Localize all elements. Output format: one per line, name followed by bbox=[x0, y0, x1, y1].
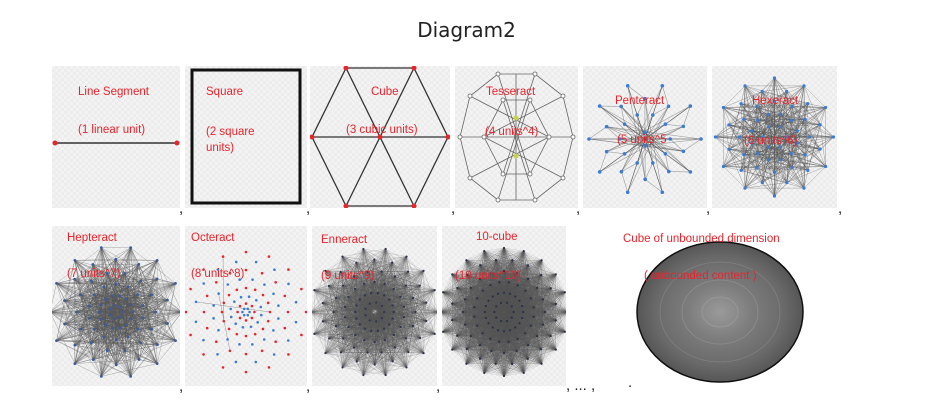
unbounded-cube-panel: Cube of unbounded dimension ( unbounded … bbox=[620, 226, 820, 386]
cube-label: Cube bbox=[371, 86, 399, 98]
separator-comma: , bbox=[179, 200, 184, 217]
hepteract-content: (7 units^7) bbox=[67, 268, 121, 280]
penteract-label: Penteract bbox=[615, 95, 665, 107]
separator-comma: , bbox=[838, 200, 843, 217]
ten-cube-figure bbox=[442, 246, 566, 378]
ten-cube-panel: 10-cube (10 units^10) bbox=[442, 226, 566, 386]
period: . bbox=[628, 374, 633, 391]
line-segment-panel: Line Segment (1 linear unit) bbox=[52, 66, 180, 208]
separator-comma: , bbox=[306, 378, 311, 395]
cube-figure bbox=[310, 66, 450, 208]
enneract-figure bbox=[312, 247, 437, 377]
enneract-label: Enneract bbox=[321, 234, 368, 246]
separator-comma: , bbox=[179, 378, 184, 395]
enneract-panel: Enneract (9 units^9) bbox=[312, 226, 437, 386]
square-content-line2: units) bbox=[206, 142, 235, 154]
square-content-line1: (2 square bbox=[206, 126, 255, 138]
ellipsis: , ... , bbox=[566, 377, 596, 394]
hexeract-content: (6 units^6) bbox=[744, 135, 798, 147]
separator-comma: , bbox=[436, 378, 441, 395]
octeract-content: (8 units^8) bbox=[191, 268, 245, 280]
penteract-content: (5 units^5 bbox=[617, 134, 667, 146]
separator-comma: , bbox=[576, 200, 581, 217]
tesseract-label: Tesseract bbox=[486, 86, 536, 98]
unbounded-cube-figure bbox=[636, 241, 804, 383]
octeract-label: Octeract bbox=[191, 232, 235, 244]
line-segment-content: (1 linear unit) bbox=[78, 124, 146, 136]
enneract-content: (9 units^9) bbox=[321, 270, 375, 282]
line-segment-figure bbox=[52, 140, 180, 146]
hexeract-panel: Hexeract (6 units^6) bbox=[712, 66, 837, 208]
line-segment-label: Line Segment bbox=[78, 86, 149, 98]
penteract-panel: Penteract (5 units^5 bbox=[583, 66, 707, 208]
ten-cube-content: (10 units^10) bbox=[455, 270, 522, 282]
penteract-figure bbox=[587, 83, 703, 195]
tesseract-content: (4 units^4) bbox=[485, 126, 539, 138]
separator-comma: , bbox=[706, 200, 711, 217]
unbounded-cube-content: ( unbounded content ) bbox=[644, 270, 757, 282]
diagram-title: Diagram2 bbox=[417, 18, 516, 42]
unbounded-cube-label: Cube of unbounded dimension bbox=[623, 233, 780, 245]
square-panel: Square (2 square units) bbox=[185, 66, 307, 208]
cube-content: (3 cubic units) bbox=[346, 124, 418, 136]
hepteract-figure bbox=[52, 246, 180, 378]
hexeract-label: Hexeract bbox=[752, 95, 799, 107]
tesseract-figure bbox=[457, 71, 576, 203]
separator-comma: , bbox=[451, 200, 456, 217]
hexeract-figure bbox=[713, 76, 836, 198]
tesseract-panel: Tesseract (4 units^4) bbox=[455, 66, 578, 208]
octeract-figure bbox=[185, 250, 307, 374]
hepteract-label: Hepteract bbox=[67, 232, 117, 244]
hepteract-panel: Hepteract (7 units^7) bbox=[52, 226, 180, 386]
square-label: Square bbox=[206, 86, 244, 98]
ten-cube-label: 10-cube bbox=[476, 231, 518, 243]
cube-panel: Cube (3 cubic units) bbox=[310, 66, 450, 208]
separator-comma: , bbox=[306, 200, 311, 217]
octeract-panel: Octeract (8 units^8) bbox=[185, 226, 307, 386]
square-figure bbox=[190, 68, 302, 205]
